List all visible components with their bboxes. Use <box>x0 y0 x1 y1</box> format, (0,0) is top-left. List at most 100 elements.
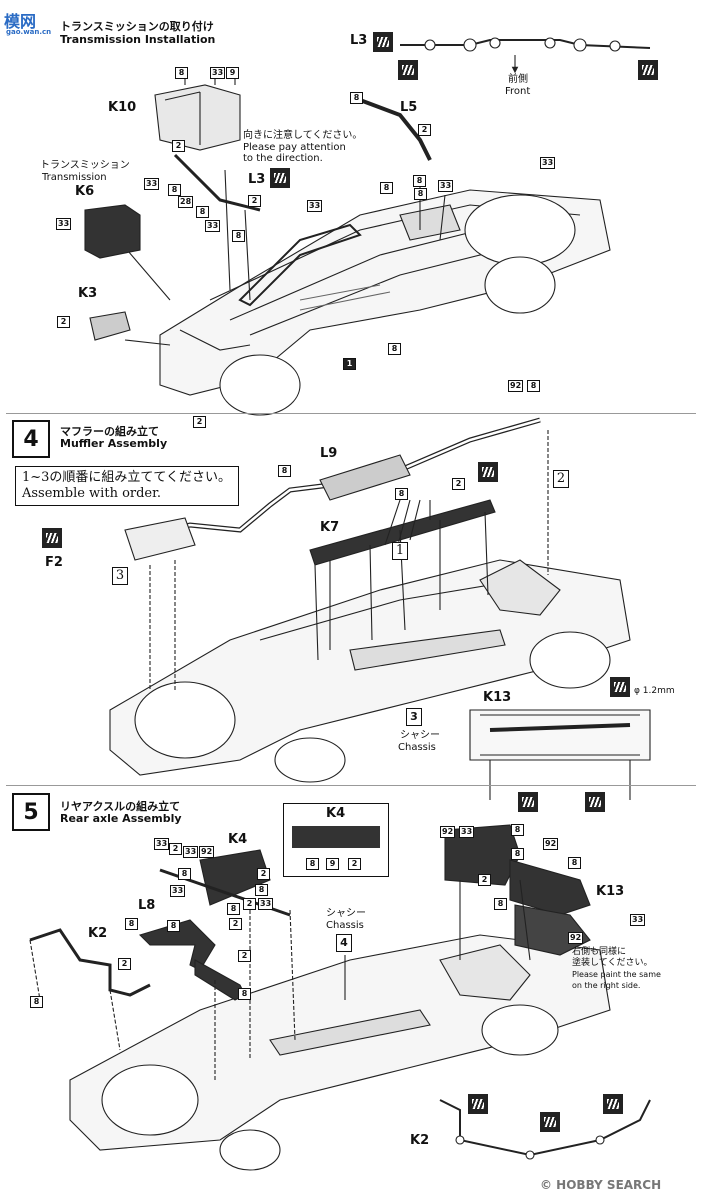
cement-icon <box>42 528 62 548</box>
note-jp: 1~3の順番に組み立ててください。 <box>22 470 232 485</box>
color-number: 33 <box>630 914 646 926</box>
step5-title-en: Rear axle Assembly <box>60 812 182 825</box>
transmission-label-jp: トランスミッション <box>40 160 130 171</box>
transmission-drawing <box>84 84 241 341</box>
color-number: 33 <box>144 178 160 190</box>
part-label-k13: K13 <box>483 690 512 705</box>
color-number: 2 <box>238 950 251 962</box>
color-number: 33 <box>154 838 170 850</box>
chassis-drawing-step3 <box>109 68 611 416</box>
chassis-number-3: 3 <box>406 708 422 726</box>
color-number: 33 <box>210 67 226 79</box>
color-number: 2 <box>348 858 361 870</box>
paint-note-jp2: 塗装してください。 <box>572 958 653 968</box>
part-label-k13: K13 <box>596 884 625 899</box>
note-en: Assemble with order. <box>22 486 162 501</box>
color-number: 2 <box>172 140 185 152</box>
part-label-l8: L8 <box>138 898 156 913</box>
paint-icon <box>518 792 538 812</box>
chassis-label-en: Chassis <box>398 742 436 753</box>
part-label-k2-bottom: K2 <box>410 1133 430 1148</box>
color-number: 8 <box>380 182 393 194</box>
color-number: 8 <box>527 380 540 392</box>
assembly-order-3: 3 <box>112 567 128 585</box>
color-number: 2 <box>243 898 256 910</box>
part-label-k3: K3 <box>78 286 98 301</box>
k4-box-label: K4 <box>326 806 346 821</box>
color-number: 2 <box>118 958 131 970</box>
color-number: 33 <box>258 898 274 910</box>
paint-icon <box>270 168 290 188</box>
part-label-k6: K6 <box>75 184 95 199</box>
paint-icon <box>468 1094 488 1114</box>
color-number: 9 <box>226 67 239 79</box>
k13-detail-drawing <box>469 709 651 800</box>
color-number: 8 <box>196 206 209 218</box>
paint-note-en1: Please paint the same <box>572 970 661 979</box>
section-divider <box>6 785 696 786</box>
color-number: 33 <box>183 846 199 858</box>
color-number: 8 <box>232 230 245 242</box>
color-number: 8 <box>255 884 268 896</box>
watermark-url: gao.wan.cn <box>6 28 52 36</box>
front-label-en: Front <box>505 86 531 97</box>
step-number-4: 4 <box>12 420 50 458</box>
paint-icon <box>540 1112 560 1132</box>
color-number: 8 <box>388 343 401 355</box>
color-number: 8 <box>413 175 426 187</box>
chassis-drawing-step4 <box>109 417 631 783</box>
attention-note-en1: Please pay attention <box>243 142 346 153</box>
color-number: 8 <box>568 857 581 869</box>
color-number: 8 <box>494 898 507 910</box>
part-label-k7: K7 <box>320 520 340 535</box>
step3-title-en: Transmission Installation <box>60 33 216 46</box>
watermark-logo: 模网 <box>4 12 37 31</box>
watermark-hobby-search: © HOBBY SEARCH <box>540 1178 662 1192</box>
color-number: 33 <box>170 885 186 897</box>
part-label-k4: K4 <box>228 832 248 847</box>
color-number: 2 <box>169 843 182 855</box>
part-label-l5: L5 <box>400 100 418 115</box>
paint-icon <box>373 32 393 52</box>
color-number: 92 <box>508 380 524 392</box>
step3-title-jp: トランスミッションの取り付け <box>60 20 214 33</box>
part-label-f2: F2 <box>45 555 63 570</box>
color-number: 2 <box>193 416 206 428</box>
step5-title-jp: リヤアクスルの組み立て <box>60 800 181 813</box>
chassis-label-jp: シャシー <box>326 908 366 919</box>
color-number: 9 <box>326 858 339 870</box>
color-number: 8 <box>175 67 188 79</box>
paint-icon <box>398 60 418 80</box>
paint-icon <box>638 60 658 80</box>
color-number: 8 <box>238 988 251 1000</box>
color-number: 92 <box>440 826 456 838</box>
paint-note-jp1: 右側も同様に <box>572 947 627 957</box>
assembly-order-1: 1 <box>392 542 408 560</box>
color-number: 8 <box>511 824 524 836</box>
color-number: 8 <box>227 903 240 915</box>
color-number: 33 <box>205 220 221 232</box>
step-number-5: 5 <box>12 793 50 831</box>
part-label-l9: L9 <box>320 446 338 461</box>
color-number: 2 <box>478 874 491 886</box>
color-number: 92 <box>543 838 559 850</box>
front-label-jp: 前側 <box>508 74 528 85</box>
color-number: 8 <box>511 848 524 860</box>
color-number: 33 <box>56 218 72 230</box>
color-number: 2 <box>248 195 261 207</box>
section-divider <box>6 413 696 414</box>
drill-icon <box>610 677 630 697</box>
color-number: 2 <box>452 478 465 490</box>
attention-note-en2: to the direction. <box>243 153 323 164</box>
attention-note-jp: 向きに注意してください。 <box>243 130 363 141</box>
color-number: 8 <box>395 488 408 500</box>
color-number: 28 <box>178 196 194 208</box>
color-number: 8 <box>125 918 138 930</box>
paint-icon <box>603 1094 623 1114</box>
part-label-k10: K10 <box>108 100 137 115</box>
part-label-k2-top: K2 <box>88 926 108 941</box>
color-number: 8 <box>178 868 191 880</box>
color-number: 2 <box>257 868 270 880</box>
color-number: 8 <box>350 92 363 104</box>
